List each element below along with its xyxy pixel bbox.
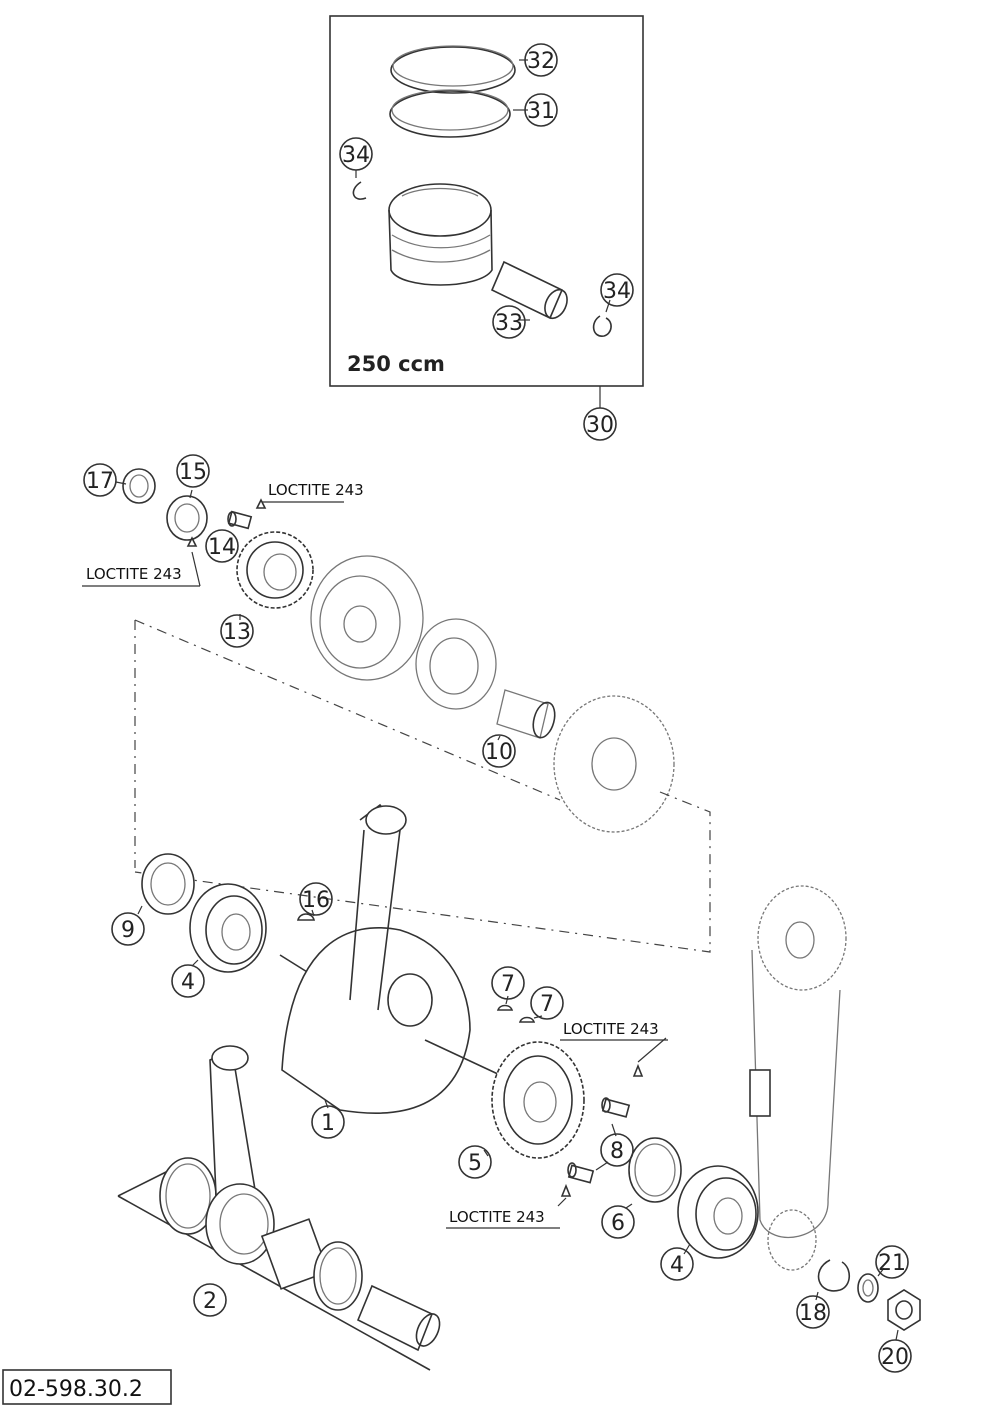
callout-5: 5 [458, 1145, 492, 1179]
svg-text:9: 9 [121, 918, 135, 943]
spacer-15 [166, 489, 208, 541]
loctite-label: LOCTITE 243 [268, 481, 364, 499]
drawing-number-box: 02-598.30.2 [2, 1369, 172, 1405]
piston-ring-second [389, 89, 528, 138]
callout-1: 1 [311, 1105, 345, 1139]
starter-gear [553, 695, 675, 833]
svg-text:17: 17 [86, 469, 114, 494]
loctite-label-bottom: LOCTITE 243 [446, 1208, 560, 1229]
callout-10: 10 [482, 734, 516, 768]
bearing-4-right [677, 1165, 759, 1259]
callout-34-top: 34 [339, 137, 373, 171]
piston-ring-top [390, 45, 528, 94]
loctite-label: LOCTITE 243 [449, 1208, 545, 1226]
svg-text:7: 7 [501, 972, 515, 997]
svg-text:2: 2 [203, 1289, 217, 1314]
callout-34-right: 34 [600, 273, 634, 307]
seal-ring-9 [137, 853, 195, 915]
svg-text:21: 21 [878, 1251, 906, 1276]
callout-20: 20 [878, 1339, 912, 1373]
woodruff-keys-7 [496, 995, 543, 1023]
callout-7-b: 7 [530, 986, 564, 1020]
piston [388, 183, 493, 286]
svg-text:14: 14 [208, 535, 236, 560]
callouts: 32 31 34 34 33 30 17 15 14 13 10 16 9 4 … [83, 43, 912, 1373]
callout-7-a: 7 [491, 966, 525, 1000]
screw-14 [186, 498, 267, 547]
svg-text:6: 6 [611, 1211, 625, 1236]
callout-8: 8 [600, 1133, 634, 1167]
callout-6: 6 [601, 1205, 635, 1239]
drawing-number: 02-598.30.2 [9, 1377, 143, 1402]
bearing-4-left [189, 883, 267, 973]
callout-31: 31 [524, 93, 558, 127]
callout-16: 16 [299, 882, 333, 916]
svg-text:4: 4 [181, 970, 195, 995]
loctite-label-top: LOCTITE 243 [262, 481, 364, 503]
svg-text:1: 1 [321, 1111, 335, 1136]
assembly-guide-right [134, 791, 711, 953]
svg-text:15: 15 [179, 460, 207, 485]
callout-4-right: 4 [660, 1247, 694, 1281]
svg-text:31: 31 [527, 99, 555, 124]
circlip-18 [815, 1259, 851, 1301]
washer-21 [857, 1267, 885, 1303]
svg-text:20: 20 [881, 1345, 909, 1370]
svg-text:33: 33 [495, 311, 523, 336]
callout-33: 33 [492, 305, 526, 339]
svg-text:8: 8 [610, 1139, 624, 1164]
callout-15: 15 [176, 454, 210, 488]
callout-21: 21 [875, 1245, 909, 1279]
callout-32: 32 [524, 43, 558, 77]
timing-chain-sprockets [749, 885, 847, 1271]
svg-text:30: 30 [586, 413, 614, 438]
shim-6 [625, 1137, 682, 1209]
callout-13: 13 [220, 614, 254, 648]
callout-2: 2 [193, 1283, 227, 1317]
svg-text:5: 5 [468, 1151, 482, 1176]
svg-text:16: 16 [302, 888, 330, 913]
gear-5 [483, 1041, 585, 1159]
nut-20 [887, 1289, 921, 1341]
svg-text:13: 13 [223, 620, 251, 645]
connecting-rod-kit [117, 1045, 441, 1371]
needle-bearing-10 [496, 689, 556, 741]
flywheel-rotor [310, 555, 424, 681]
callout-9: 9 [111, 912, 145, 946]
loctite-label-left: LOCTITE 243 [82, 551, 201, 587]
callout-18: 18 [796, 1295, 830, 1329]
piston-wrist-pin [490, 260, 568, 321]
svg-text:18: 18 [799, 1301, 827, 1326]
piston-box-title: 250 ccm [347, 352, 445, 376]
piston-kit-box: 250 ccm [329, 15, 644, 408]
svg-text:32: 32 [527, 49, 555, 74]
piston-wrist-pin-clip-left [352, 170, 367, 200]
svg-text:7: 7 [540, 992, 554, 1017]
crankshaft [279, 803, 501, 1114]
loctite-label: LOCTITE 243 [563, 1020, 659, 1038]
seal-ring-17 [115, 468, 156, 504]
svg-text:10: 10 [485, 740, 513, 765]
svg-text:34: 34 [342, 143, 370, 168]
loctite-label-right: LOCTITE 243 [560, 1020, 668, 1041]
callout-14: 14 [205, 529, 239, 563]
callout-17: 17 [83, 463, 117, 497]
screw-8 [557, 1037, 667, 1207]
loctite-label: LOCTITE 243 [86, 565, 182, 583]
piston-wrist-pin-clip-right [592, 299, 612, 337]
gear-13 [236, 531, 314, 620]
freewheel [415, 618, 497, 710]
assembly-guide-diagonal [134, 619, 561, 801]
svg-text:34: 34 [603, 279, 631, 304]
callout-4-left: 4 [171, 964, 205, 998]
woodruff-key-16 [296, 909, 316, 921]
callout-30: 30 [583, 407, 617, 441]
svg-text:4: 4 [670, 1253, 684, 1278]
